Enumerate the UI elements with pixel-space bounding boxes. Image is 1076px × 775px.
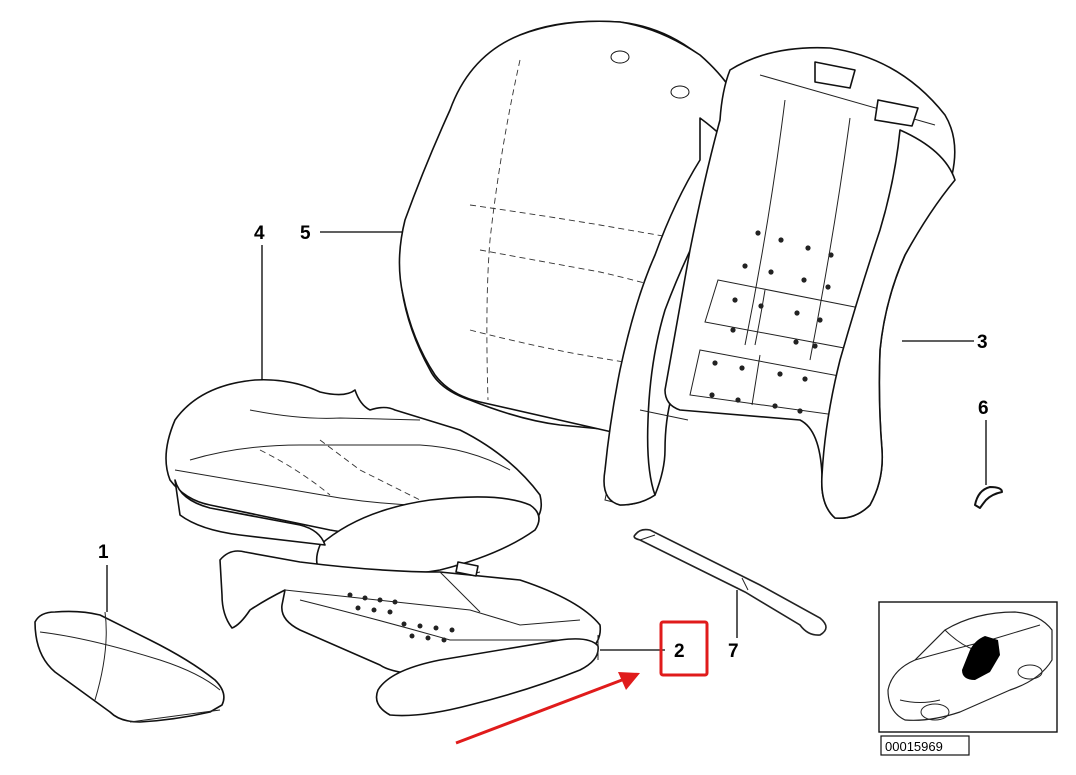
part-label-1: 1 <box>98 542 109 563</box>
backrest-mounting-holes <box>709 230 834 414</box>
pointer-arrow-head <box>618 672 640 690</box>
part-label-4: 4 <box>254 223 265 244</box>
part-label-3: 3 <box>977 332 988 353</box>
wire-rod-icon <box>633 528 827 636</box>
highlight-box <box>659 620 709 677</box>
part-label-2: 2 <box>674 641 685 662</box>
inset-code-box: 00015969 <box>880 735 970 756</box>
seat-cushion-cover-icon <box>165 378 543 580</box>
car-location-inset-icon <box>878 601 1058 733</box>
leader-lines <box>106 231 987 651</box>
inset-code: 00015969 <box>885 739 943 754</box>
part-label-7: 7 <box>728 641 739 662</box>
seat-cushion-pad-icon <box>34 610 225 723</box>
part-label-5: 5 <box>300 223 311 244</box>
seat-base-holes <box>347 592 455 643</box>
part-label-6: 6 <box>978 398 989 419</box>
pointer-arrow-shaft <box>455 678 623 745</box>
seat-base-frame-icon <box>219 550 602 717</box>
retaining-clip-icon <box>974 486 1003 509</box>
